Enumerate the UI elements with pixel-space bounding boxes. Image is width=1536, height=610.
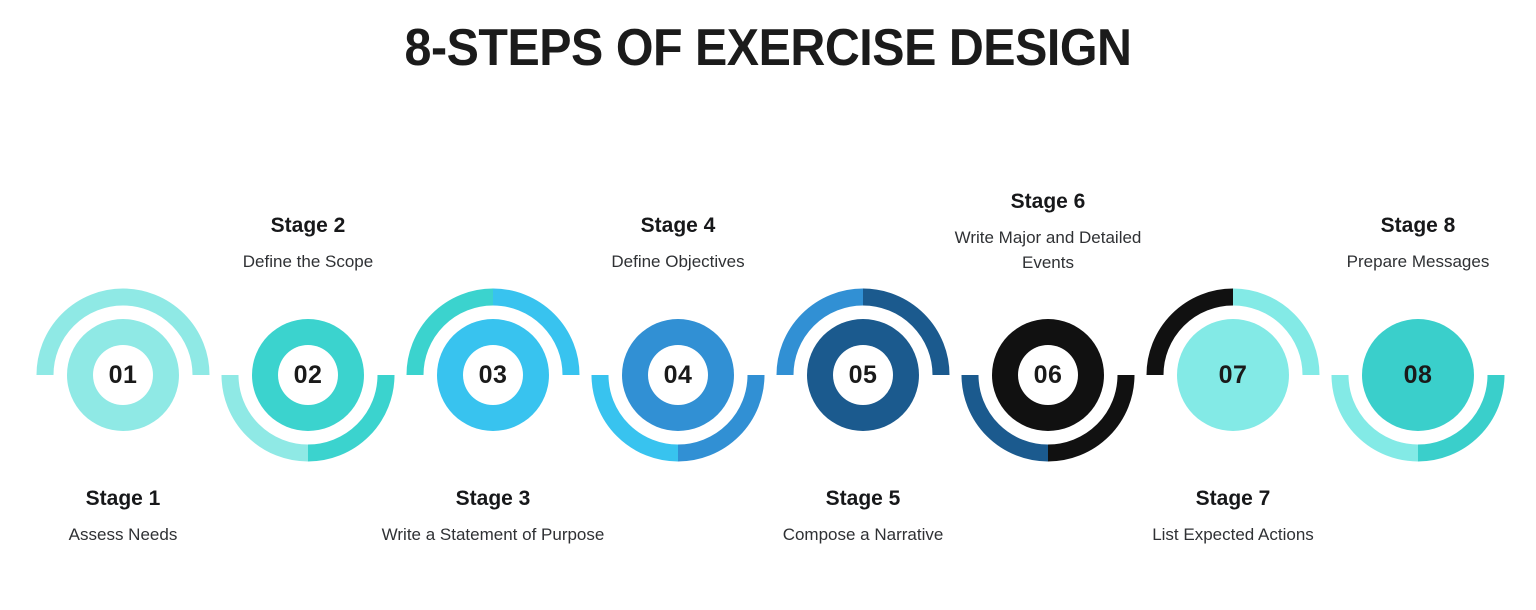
stage-label-01: Stage 1 Assess Needs	[3, 487, 243, 548]
stage-label-title: Stage 4	[640, 214, 716, 237]
stage-number: 06	[1033, 360, 1063, 389]
stage-node-05[interactable]: 05	[807, 319, 919, 431]
stage-node-center: 06	[1018, 345, 1078, 405]
stage-label-title: Stage 6	[1010, 190, 1086, 213]
stage-number: 02	[293, 360, 323, 389]
stage-label-05: Stage 5 Compose a Narrative	[743, 487, 983, 548]
stage-label-description: Compose a Narrative	[782, 525, 944, 545]
stage-label-description: Write a Statement of Purpose	[381, 525, 605, 545]
stage-node-center: 05	[833, 345, 893, 405]
stage-node-center: 02	[278, 345, 338, 405]
stage-label-03: Stage 3 Write a Statement of Purpose	[373, 487, 613, 548]
stage-label-title: Stage 3	[455, 487, 531, 510]
stage-number: 05	[848, 360, 878, 389]
stage-label-description: Assess Needs	[68, 525, 178, 545]
stage-node-08[interactable]: 08	[1362, 319, 1474, 431]
stage-node-03[interactable]: 03	[437, 319, 549, 431]
stage-node-07[interactable]: 07	[1177, 319, 1289, 431]
stage-node-02[interactable]: 02	[252, 319, 364, 431]
stage-label-title: Stage 1	[85, 487, 161, 510]
stage-label-title: Stage 8	[1380, 214, 1456, 237]
stage-label-08: Stage 8 Prepare Messages	[1298, 214, 1536, 275]
stage-label-title: Stage 2	[270, 214, 346, 237]
stage-label-description: Write Major and Detailed Events	[954, 228, 1142, 272]
stage-label-title: Stage 5	[825, 487, 901, 510]
stage-label-title: Stage 7	[1195, 487, 1271, 510]
stage-label-description: List Expected Actions	[1152, 525, 1314, 545]
stage-label-02: Stage 2 Define the Scope	[188, 214, 428, 275]
stage-label-description: Define the Scope	[242, 252, 374, 272]
stage-label-06: Stage 6 Write Major and Detailed Events	[928, 190, 1168, 275]
stage-node-center: 07	[1203, 345, 1263, 405]
stage-label-04: Stage 4 Define Objectives	[558, 214, 798, 275]
stage-label-description: Prepare Messages	[1346, 252, 1490, 272]
stage-node-center: 08	[1388, 345, 1448, 405]
stage-node-01[interactable]: 01	[67, 319, 179, 431]
stage-label-07: Stage 7 List Expected Actions	[1113, 487, 1353, 548]
stage-node-06[interactable]: 06	[992, 319, 1104, 431]
page-title: 8-STEPS OF EXERCISE DESIGN	[404, 19, 1132, 77]
stage-number: 08	[1403, 360, 1433, 389]
stage-label-description: Define Objectives	[611, 252, 745, 272]
stage-node-center: 03	[463, 345, 523, 405]
stage-number: 01	[108, 360, 138, 389]
stage-node-center: 01	[93, 345, 153, 405]
stage-node-center: 04	[648, 345, 708, 405]
stage-number: 04	[663, 360, 693, 389]
stage-node-04[interactable]: 04	[622, 319, 734, 431]
stage-number: 07	[1218, 360, 1248, 389]
stage-number: 03	[478, 360, 508, 389]
